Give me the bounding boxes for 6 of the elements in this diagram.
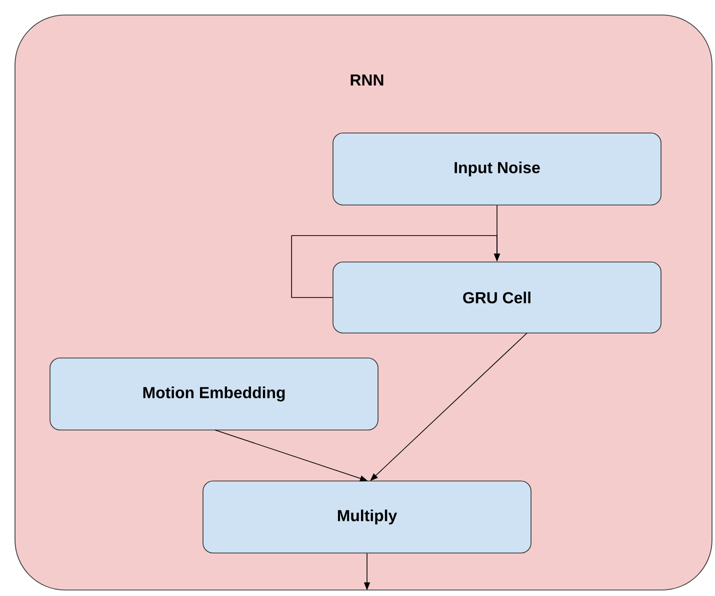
arrow	[291, 235, 500, 298]
process-box: Motion Embedding	[50, 358, 378, 430]
arrow	[370, 332, 528, 481]
process-box: Multiply	[202, 480, 532, 554]
process-box: Input Noise	[332, 132, 662, 206]
process-box: GRU Cell	[332, 262, 662, 334]
